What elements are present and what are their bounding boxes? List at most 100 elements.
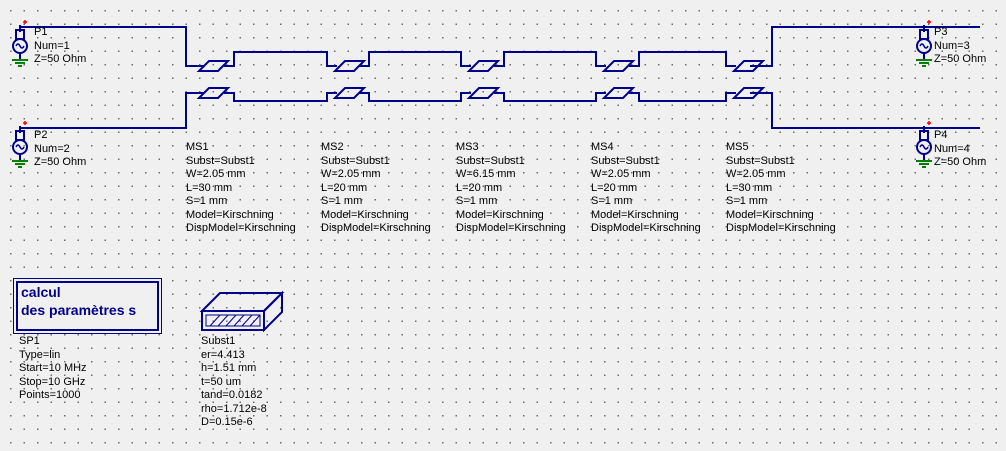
ms5-properties: MS5 Subst=Subst1 W=2.05 mm L=30 mm S=1 m… [726, 141, 836, 236]
wire [224, 92, 337, 102]
line-model: Model=Kirschning [591, 208, 679, 221]
port-impedance: Z=50 Ohm [934, 156, 987, 168]
line-spacing: S=1 mm [726, 195, 768, 207]
line-dispmodel: DispModel=Kirschning [456, 222, 566, 234]
substrate-tand: tand=0.0182 [201, 389, 263, 401]
wire-segment [224, 51, 337, 102]
strip [466, 60, 501, 72]
line-subst: Subst=Subst1 [456, 154, 525, 167]
port-id: P1 [34, 26, 48, 38]
ports [12, 20, 932, 168]
line-spacing: S=1 mm [456, 195, 498, 207]
port-label-p3: P3 Num=3 Z=50 Ohm [934, 26, 986, 67]
port-p2-icon[interactable] [12, 121, 28, 168]
wires [28, 26, 980, 129]
line-length: L=30 mm [186, 181, 233, 194]
sparam-simulation-block[interactable]: calcul des paramètres s [16, 281, 159, 331]
line-id: MS1 [186, 141, 209, 153]
coupled-line-3[interactable] [466, 60, 501, 99]
line-width: W=2.05 mm [726, 168, 786, 180]
line-width: W=2.05 mm [591, 168, 651, 180]
port-impedance: Z=50 Ohm [34, 53, 87, 65]
line-spacing: S=1 mm [591, 195, 633, 207]
wire [494, 51, 606, 67]
line-dispmodel: DispModel=Kirschning [321, 222, 431, 234]
sine-icon [919, 144, 929, 150]
line-id: MS5 [726, 141, 749, 153]
strip [332, 60, 367, 72]
wire [750, 26, 980, 67]
wire [629, 51, 736, 67]
coupled-line-2[interactable] [332, 60, 367, 99]
ms4-properties: MS4 Subst=Subst1 W=2.05 mm L=20 mm S=1 m… [591, 141, 701, 236]
port-num: Num=4 [934, 142, 970, 155]
port-label-p4: P4 Num=4 Z=50 Ohm [934, 129, 986, 170]
line-id: MS4 [591, 141, 614, 153]
ms3-properties: MS3 Subst=Subst1 W=6.15 mm L=20 mm S=1 m… [456, 141, 566, 236]
line-dispmodel: DispModel=Kirschning [186, 222, 296, 234]
coupled-line-5[interactable] [731, 60, 766, 99]
port-p1-icon[interactable] [12, 20, 28, 67]
line-model: Model=Kirschning [186, 208, 274, 221]
port-impedance: Z=50 Ohm [34, 156, 87, 168]
sim-id: SP1 [19, 335, 40, 347]
port-label-p1: P1 Num=1 Z=50 Ohm [34, 26, 86, 67]
line-length: L=30 mm [726, 181, 773, 194]
strip [196, 60, 231, 72]
sim-type: Type=lin [19, 348, 61, 361]
port-num: Num=3 [934, 39, 970, 52]
substrate-d: D=0.15e-6 [201, 416, 253, 428]
line-model: Model=Kirschning [321, 208, 409, 221]
line-model: Model=Kirschning [456, 208, 544, 221]
wire [28, 92, 204, 129]
port-id: P2 [34, 129, 48, 141]
port-impedance: Z=50 Ohm [934, 53, 987, 65]
ms2-properties: MS2 Subst=Subst1 W=2.05 mm L=20 mm S=1 m… [321, 141, 431, 236]
port-p4-icon[interactable] [916, 121, 932, 168]
line-length: L=20 mm [321, 181, 368, 194]
coupled-lines [196, 51, 766, 102]
strip [601, 60, 636, 72]
coupled-line-1[interactable] [196, 60, 231, 99]
sine-icon [15, 43, 25, 49]
line-width: W=6.15 mm [456, 168, 516, 180]
port-num: Num=1 [34, 39, 70, 52]
wire [750, 92, 980, 129]
line-length: L=20 mm [456, 181, 503, 194]
strip [332, 87, 367, 99]
strip [601, 87, 636, 99]
port-label-p2: P2 Num=2 Z=50 Ohm [34, 129, 86, 170]
strip [731, 87, 766, 99]
wire [359, 51, 471, 67]
substrate-rho: rho=1.712e-8 [201, 402, 267, 415]
line-subst: Subst=Subst1 [186, 154, 255, 167]
line-width: W=2.05 mm [321, 168, 381, 180]
wire [494, 92, 606, 102]
port-id: P4 [934, 129, 948, 141]
line-spacing: S=1 mm [321, 195, 363, 207]
line-subst: Subst=Subst1 [591, 154, 660, 167]
port-num: Num=2 [34, 142, 70, 155]
port-p3-icon[interactable] [916, 20, 932, 67]
coupled-line-4[interactable] [601, 60, 636, 99]
line-id: MS2 [321, 141, 344, 153]
sine-icon [15, 144, 25, 150]
sim-stop: Stop=10 GHz [19, 375, 86, 388]
ms1-properties: MS1 Subst=Subst1 W=2.05 mm L=30 mm S=1 m… [186, 141, 296, 236]
wire [629, 92, 736, 102]
strip [731, 60, 766, 72]
line-dispmodel: DispModel=Kirschning [591, 222, 701, 234]
line-length: L=20 mm [591, 181, 638, 194]
line-id: MS3 [456, 141, 479, 153]
line-model: Model=Kirschning [726, 208, 814, 221]
line-dispmodel: DispModel=Kirschning [726, 222, 836, 234]
wire-segment [629, 51, 736, 102]
sim-properties: SP1 Type=lin Start=10 MHz Stop=10 GHz Po… [19, 335, 87, 403]
port-id: P3 [934, 26, 948, 38]
wire [224, 51, 337, 67]
sim-points: Points=1000 [19, 389, 81, 401]
sim-start: Start=10 MHz [19, 362, 87, 374]
wire [359, 92, 471, 102]
sim-title-line2: des paramètres s [21, 302, 137, 318]
